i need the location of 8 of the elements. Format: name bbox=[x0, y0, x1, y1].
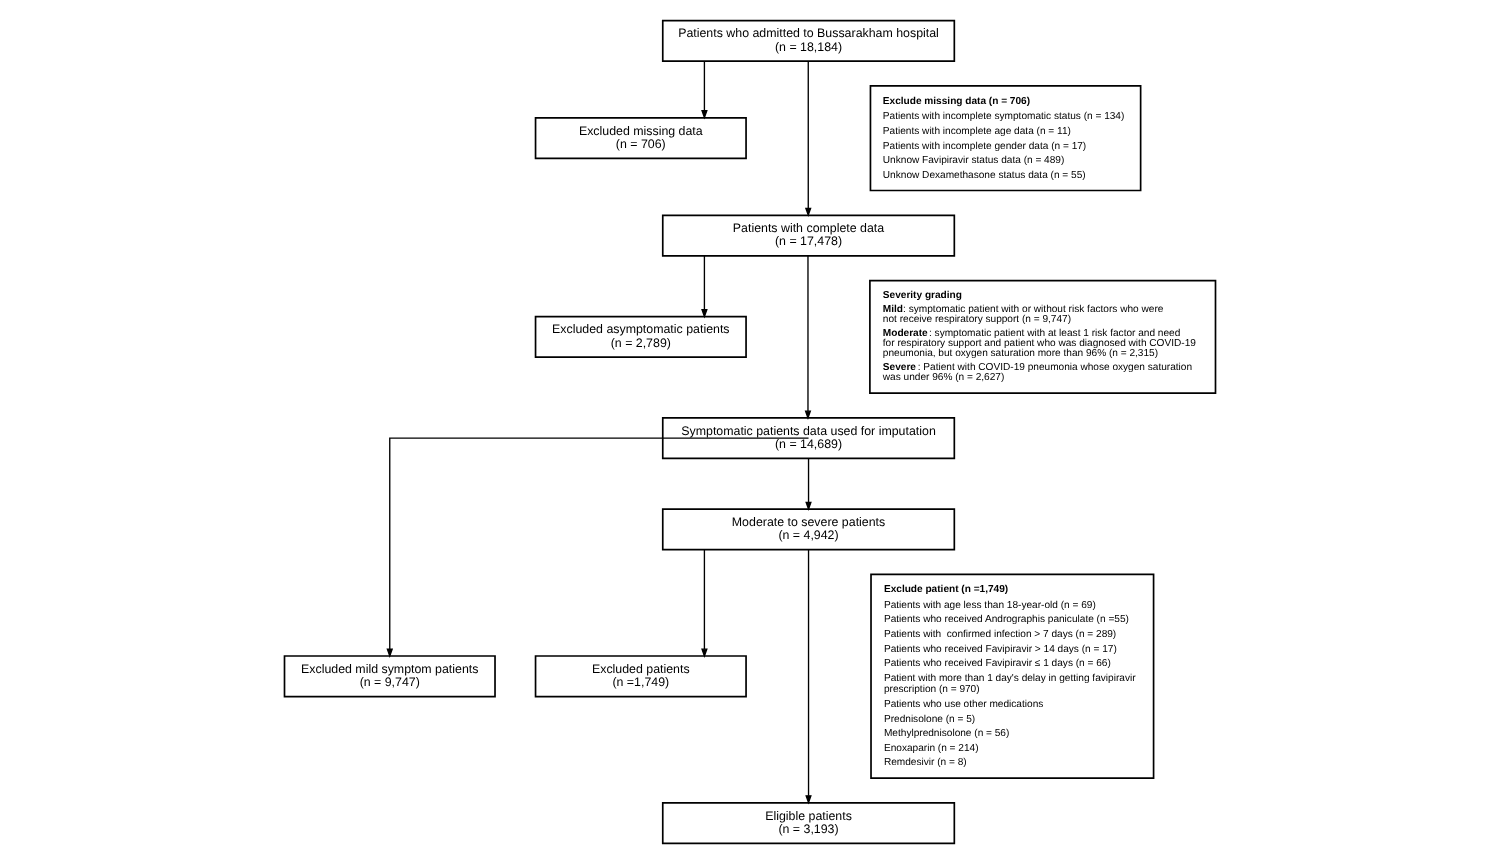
arrow bbox=[804, 255, 812, 420]
arrow bbox=[701, 255, 708, 319]
arrow bbox=[805, 458, 812, 512]
arrow bbox=[701, 548, 708, 658]
arrow bbox=[804, 60, 812, 218]
arrow bbox=[386, 437, 810, 659]
arrow bbox=[701, 60, 708, 120]
arrow bbox=[805, 549, 812, 805]
